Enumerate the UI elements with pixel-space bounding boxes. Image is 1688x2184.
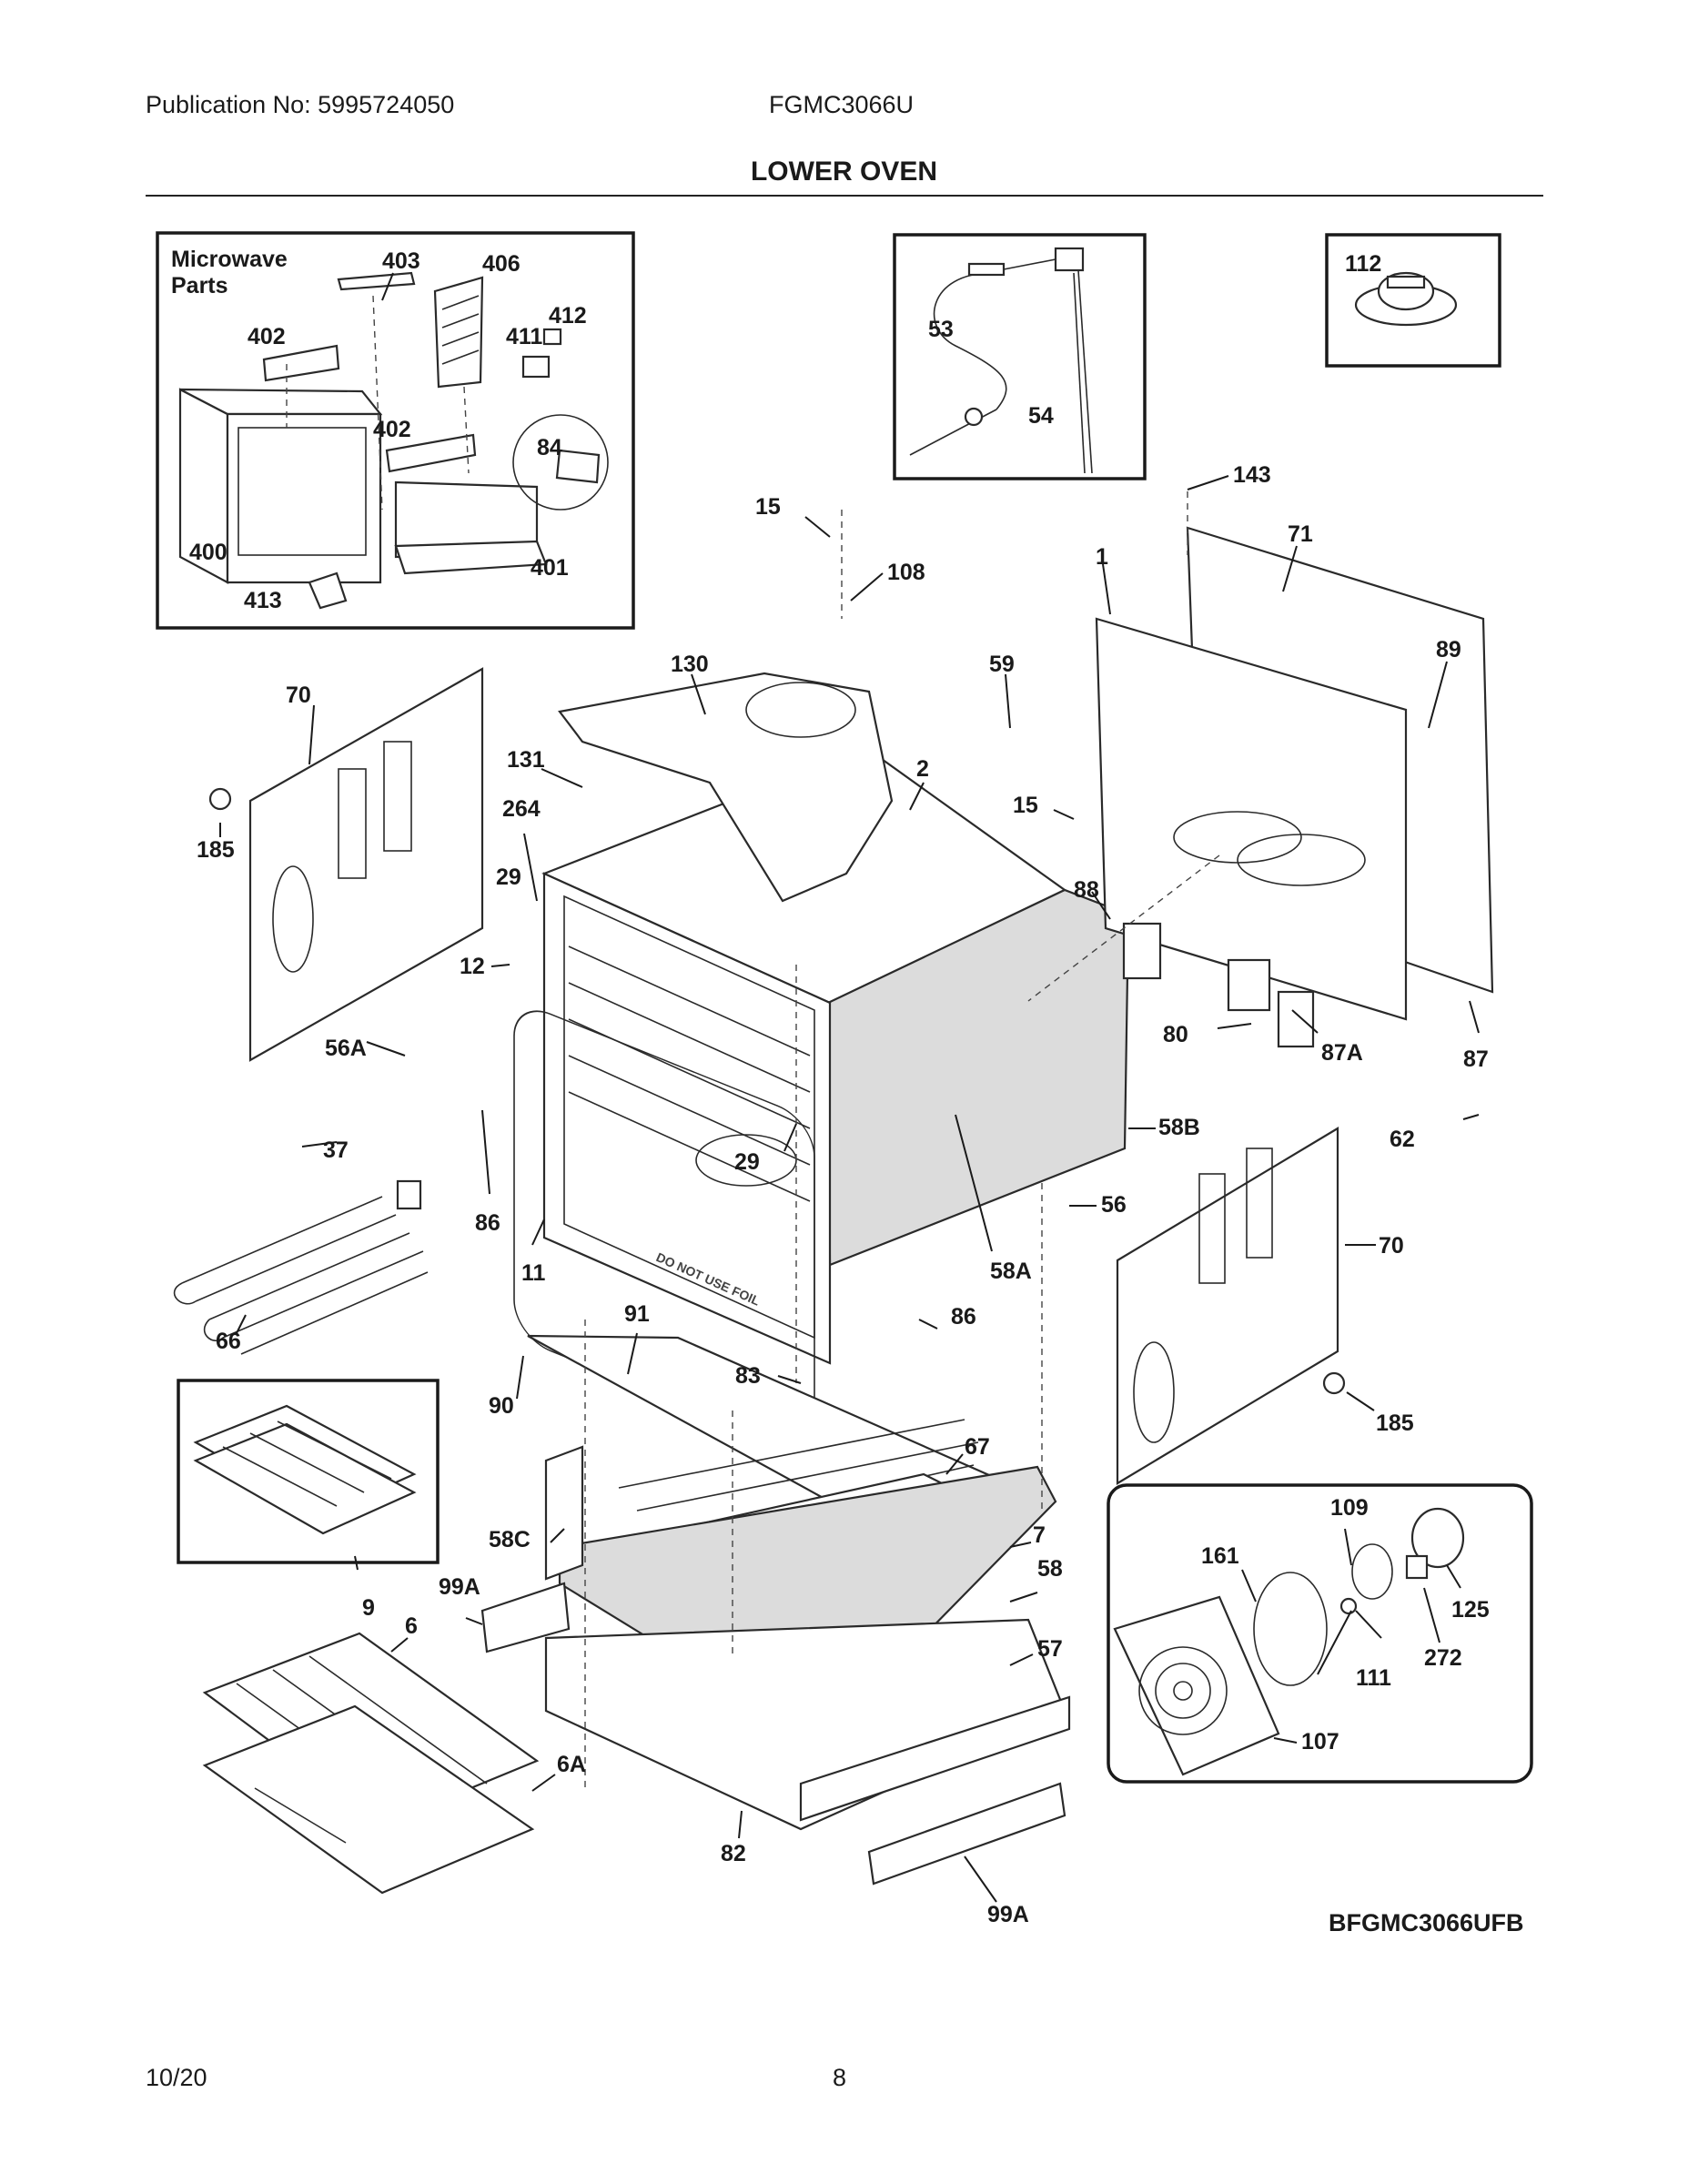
part-label: 62	[1390, 1127, 1415, 1152]
part-label: 99A	[439, 1574, 480, 1600]
sensor-inset	[893, 233, 1147, 480]
part-label: 107	[1301, 1729, 1339, 1754]
part-label: 9	[362, 1595, 375, 1621]
side-panels-drawing	[208, 667, 1346, 1485]
page-number: 8	[833, 2064, 847, 2091]
part-label: 58C	[489, 1527, 531, 1552]
part-label: 58A	[990, 1259, 1032, 1284]
part-label: 12	[460, 954, 485, 979]
part-label: 272	[1424, 1645, 1462, 1671]
thermostat-inset	[1325, 233, 1501, 368]
part-label: 111	[1356, 1665, 1391, 1691]
model-number: FGMC3066U	[769, 91, 915, 118]
broil-element-drawing	[173, 1179, 429, 1355]
oven-racks-drawing	[202, 1632, 540, 1895]
inset-title-line1: Microwave	[171, 247, 288, 272]
publication-number: Publication No: 5995724050	[146, 91, 455, 118]
page-title: LOWER OVEN	[750, 157, 937, 187]
part-label: 86	[475, 1210, 500, 1236]
part-label: 108	[887, 560, 925, 585]
part-label: 1	[1096, 544, 1108, 570]
part-label: 29	[496, 864, 521, 890]
part-label: 7	[1033, 1522, 1046, 1548]
part-label: 403	[382, 248, 420, 274]
part-label: 83	[735, 1363, 761, 1389]
part-label: 53	[928, 317, 954, 342]
part-label: 125	[1451, 1597, 1490, 1623]
part-label: 99A	[987, 1902, 1029, 1927]
part-label: 87A	[1321, 1040, 1363, 1066]
part-label: 6A	[557, 1752, 586, 1777]
thermostat-drawing	[1354, 271, 1458, 327]
part-label: 66	[216, 1329, 241, 1354]
part-label: 82	[721, 1841, 746, 1866]
footer-date: 10/20	[146, 2064, 207, 2091]
part-label: 143	[1233, 462, 1271, 488]
convection-fan-drawing	[1113, 1507, 1465, 1776]
part-label: 401	[531, 555, 569, 581]
part-label: 15	[1013, 793, 1038, 818]
part-label: 58B	[1158, 1115, 1200, 1140]
inset-title-line2: Parts	[171, 273, 228, 298]
part-label: 70	[286, 682, 311, 708]
part-label: 86	[951, 1304, 976, 1330]
microwave-parts-inset	[156, 231, 635, 630]
part-label: 6	[405, 1613, 418, 1639]
part-label: 67	[965, 1434, 990, 1460]
part-label: 402	[373, 417, 411, 442]
leader-lines	[219, 272, 1480, 1903]
bottom-panel-drawing	[480, 1582, 1071, 1886]
part-label: 87	[1463, 1046, 1489, 1072]
part-label: 57	[1037, 1636, 1063, 1662]
part-label: 90	[489, 1393, 514, 1419]
part-label: 131	[507, 747, 545, 773]
part-label: 56A	[325, 1036, 367, 1061]
title-divider	[146, 195, 1543, 197]
part-label: 400	[189, 540, 227, 565]
part-label: 161	[1201, 1543, 1239, 1569]
part-label: 15	[755, 494, 781, 520]
microwave-parts-drawing	[178, 271, 609, 610]
part-label: 88	[1074, 877, 1099, 903]
part-label: 185	[197, 837, 235, 863]
part-label: 56	[1101, 1192, 1127, 1218]
part-labels: 403 406 402 411 412 402 84 400 401 413 5…	[189, 248, 1490, 1927]
diagram-code: BFGMC3066UFB	[1329, 1909, 1524, 1936]
part-label: 37	[323, 1138, 349, 1163]
part-label: 112	[1345, 251, 1381, 277]
part-label: 80	[1163, 1022, 1188, 1047]
part-label: 402	[248, 324, 286, 349]
part-label: 58	[1037, 1556, 1063, 1582]
part-label: 59	[989, 652, 1015, 677]
part-label: 54	[1028, 403, 1054, 429]
part-label: 29	[734, 1149, 760, 1175]
part-label: 411	[506, 324, 542, 349]
part-label: 84	[537, 435, 562, 460]
part-label: 406	[482, 251, 521, 277]
rear-panels-drawing	[1095, 526, 1494, 1048]
broil-pan-inset	[177, 1379, 440, 1564]
part-label: 2	[916, 756, 929, 782]
part-label: 130	[671, 652, 709, 677]
part-label: 185	[1376, 1410, 1414, 1436]
part-label: 413	[244, 588, 282, 613]
convection-fan-inset	[1107, 1483, 1533, 1784]
explode-lines	[584, 491, 1220, 1788]
temperature-sensor-drawing	[909, 247, 1093, 474]
part-label: 70	[1379, 1233, 1404, 1259]
part-label: 412	[549, 303, 587, 329]
part-label: 91	[624, 1301, 650, 1327]
part-label: 109	[1330, 1495, 1369, 1521]
part-label: 71	[1288, 521, 1313, 547]
part-label: 89	[1436, 637, 1461, 662]
part-label: 264	[502, 796, 541, 822]
broil-pan-drawing	[193, 1404, 417, 1535]
part-label: 11	[521, 1260, 546, 1286]
